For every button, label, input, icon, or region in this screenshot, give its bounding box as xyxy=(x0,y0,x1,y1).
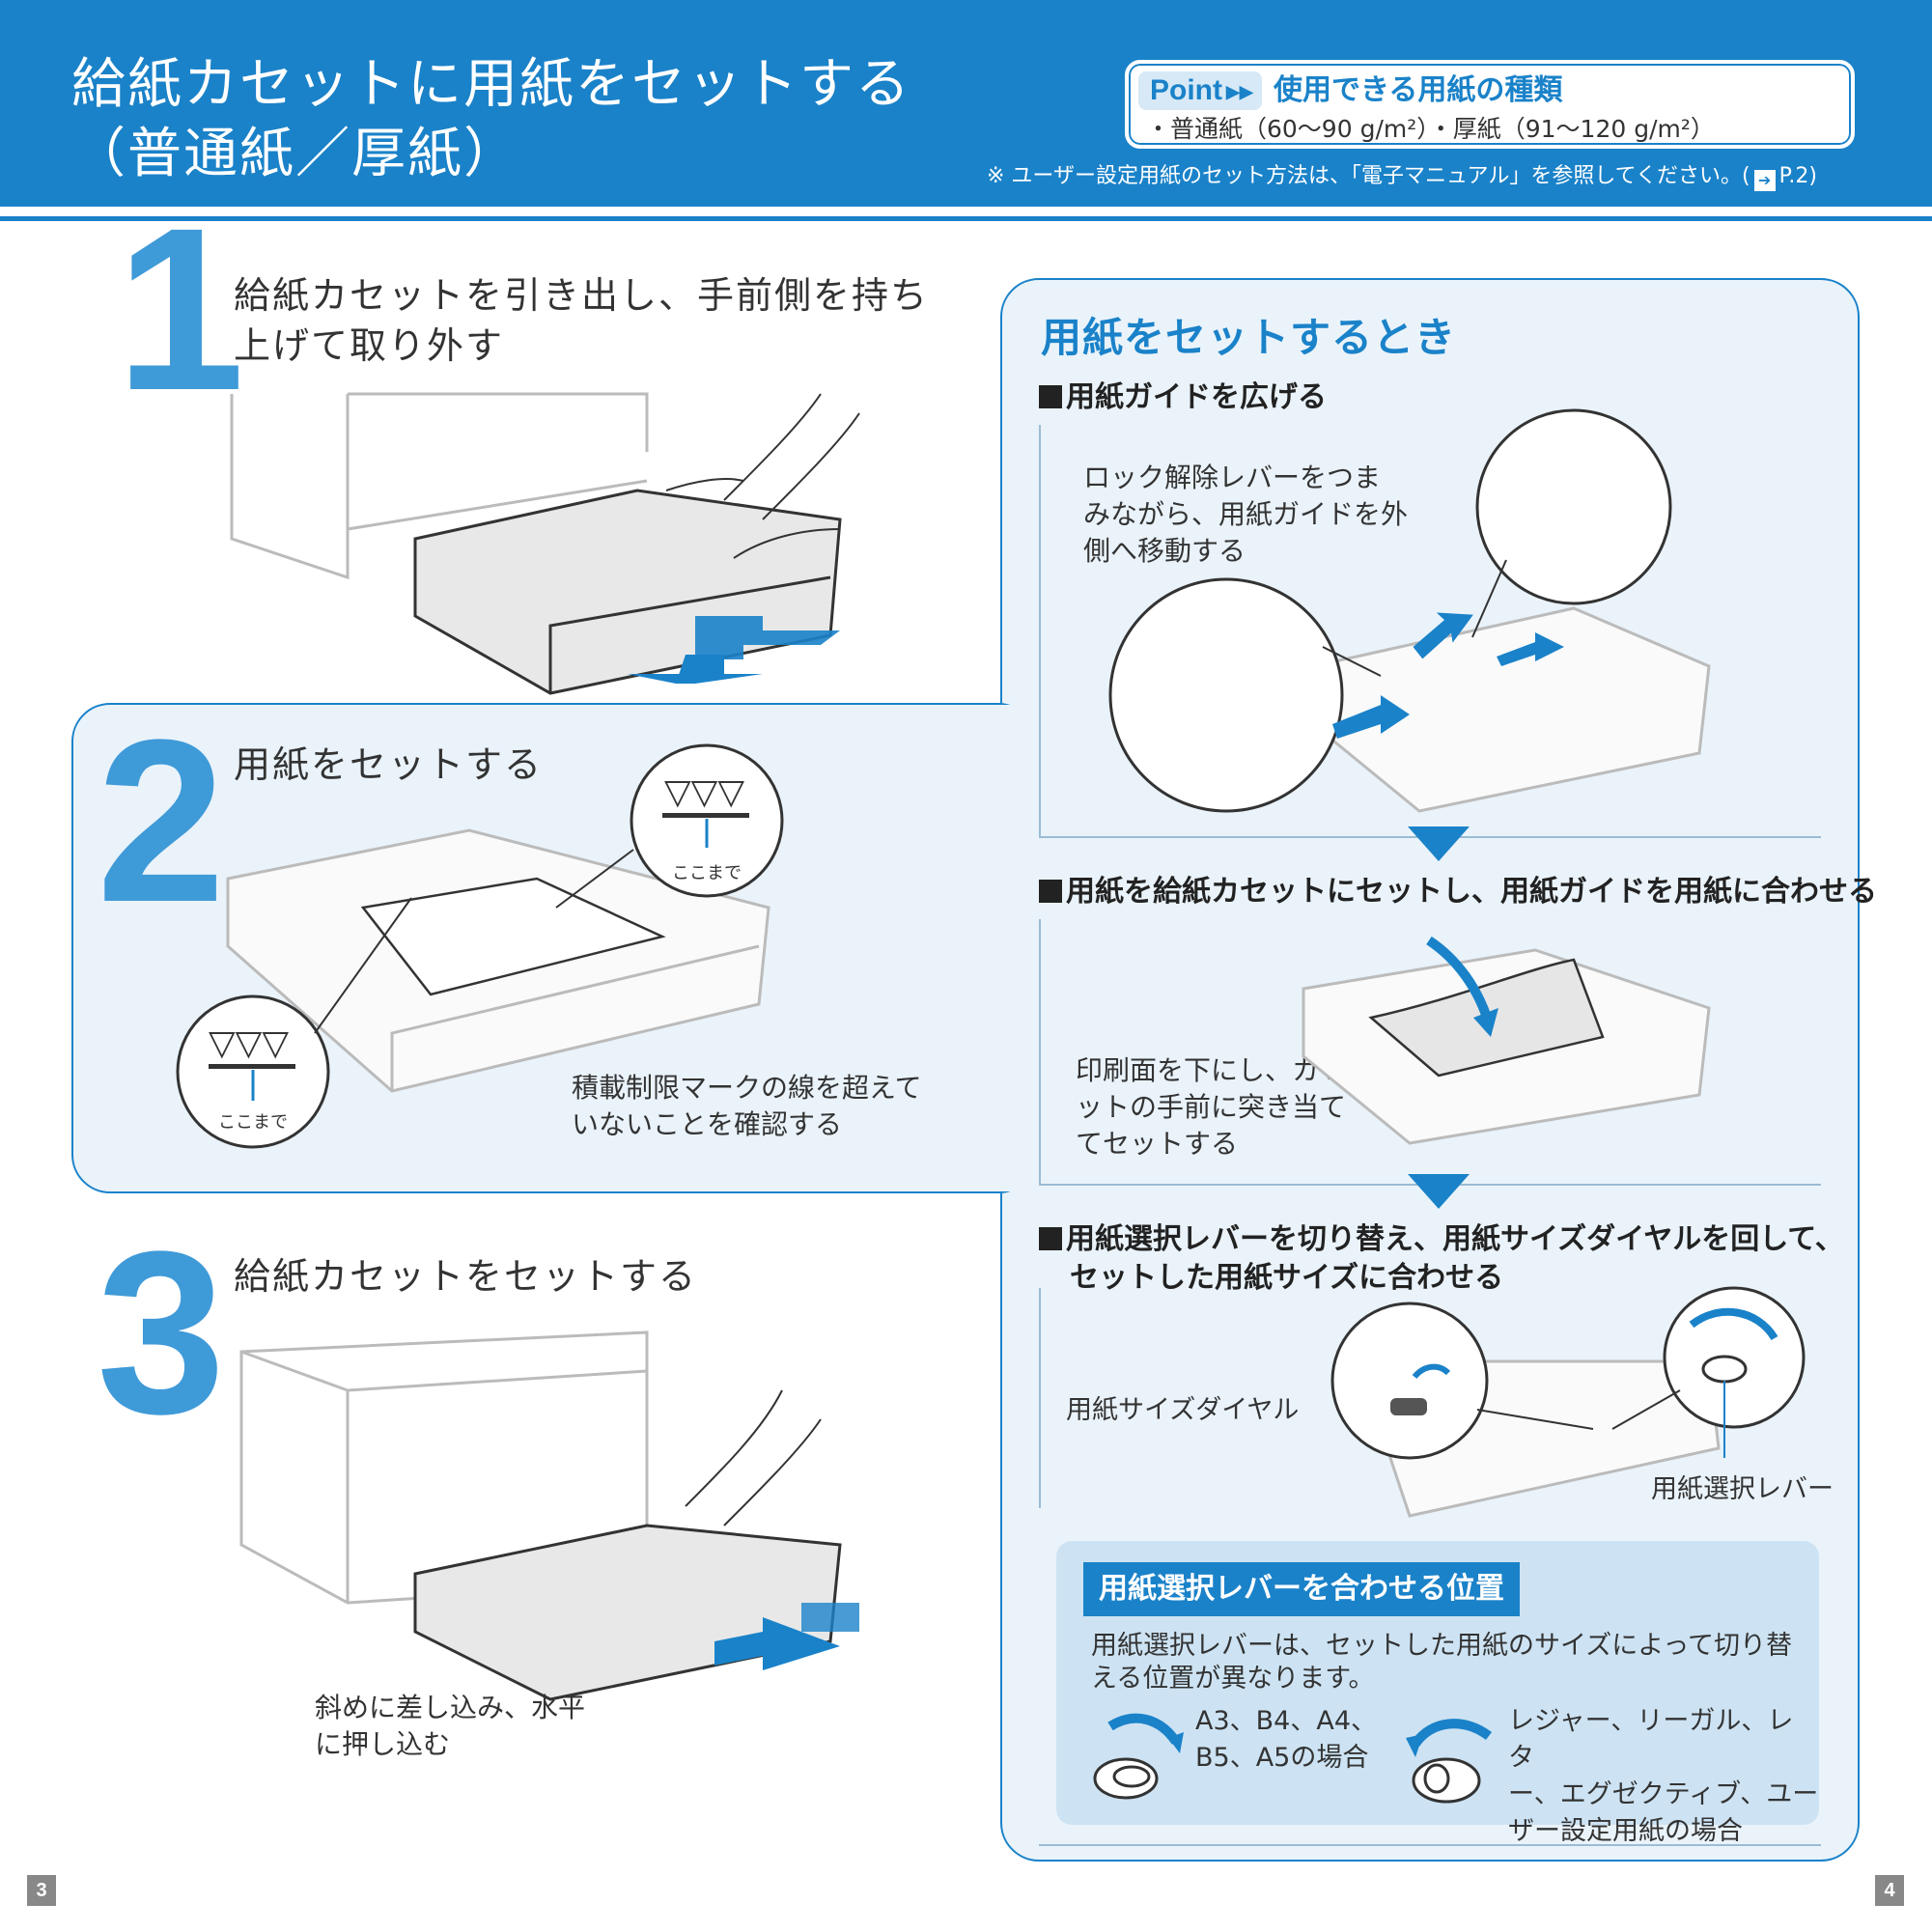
section1-caption-line2: みながら、用紙ガイドを外 xyxy=(1083,498,1409,530)
down-arrow-icon xyxy=(1408,1174,1470,1209)
point-badge: Point▶▶ xyxy=(1138,71,1262,110)
manual-note-ref: P.2) xyxy=(1778,164,1818,188)
guide-move-arrows-icon xyxy=(1332,612,1564,739)
switch-arrow-icon xyxy=(1689,1307,1778,1341)
section2-heading-text: 用紙を給紙カセットにセットし、用紙ガイドを用紙に合わせる xyxy=(1066,875,1877,909)
section2-caption-line1: 印刷面を下にし、カセ xyxy=(1076,1054,1347,1086)
step3-caption-line2: に押し込む xyxy=(315,1728,451,1760)
page-number-right: 4 xyxy=(1875,1875,1904,1906)
lever-case2-line1: レジャー、リーガル、レタ xyxy=(1508,1706,1794,1773)
page-title: 給紙カセットに用紙をセットする （普通紙／厚紙） xyxy=(71,50,911,189)
guide-zoom xyxy=(1475,408,1672,605)
limit-label-top: ここまで xyxy=(672,863,742,883)
header-rule xyxy=(0,216,1932,221)
lever-case1-line1: A3、B4、A4、 xyxy=(1195,1706,1377,1736)
step3-caption-line1: 斜めに差し込み、水平 xyxy=(315,1692,586,1723)
step3-illustration xyxy=(239,1330,859,1701)
section1-rule xyxy=(1039,425,1041,836)
step1-illustration xyxy=(230,392,860,695)
lever-case2: レジャー、リーガル、レタ ー、エグゼクティブ、ユー ザー設定用紙の場合 xyxy=(1508,1703,1819,1850)
lever-label: 用紙選択レバー xyxy=(1651,1474,1834,1504)
push-in-arrow-icon xyxy=(714,1603,859,1670)
square-bullet-icon xyxy=(1039,1227,1062,1250)
lever-left-icon xyxy=(1406,1719,1493,1804)
lever-position-box: 用紙選択レバーを合わせる位置 用紙選択レバーは、セットした用紙のサイズによって切… xyxy=(1056,1541,1819,1846)
step2-caption-line2: いないことを確認する xyxy=(572,1108,843,1140)
lever-case1-line2: B5、A5の場合 xyxy=(1195,1743,1369,1773)
svg-text:▽▽▽: ▽▽▽ xyxy=(664,772,744,812)
dial-lever-illustration xyxy=(1330,1286,1806,1518)
stack-limit-zoom-top: ▽▽▽ ここまで xyxy=(630,743,784,898)
lever-position-title: 用紙選択レバーを合わせる位置 xyxy=(1083,1562,1520,1616)
panel-join xyxy=(966,705,1043,1191)
page-ref-icon: ➔ xyxy=(1753,170,1776,191)
paper-load-illustration xyxy=(1302,936,1711,1145)
section3-heading-line2: セットした用紙サイズに合わせる xyxy=(1070,1261,1504,1295)
step3-number: 3 xyxy=(97,1203,226,1462)
right-panel-heading: 用紙をセットするとき xyxy=(1041,314,1457,361)
step2-caption: 積載制限マークの線を超えて いないことを確認する xyxy=(572,1070,922,1143)
step1-title: 給紙カセットを引き出し、手前側を持ち 上げて取り外す xyxy=(234,270,929,371)
down-arrow-icon xyxy=(1408,826,1470,861)
step2-title: 用紙をセットする xyxy=(234,743,544,786)
stack-limit-zoom-bottom: ▽▽▽ ここまで xyxy=(176,994,330,1149)
step2-caption-line1: 積載制限マークの線を超えて xyxy=(572,1072,922,1104)
step1-title-line2: 上げて取り外す xyxy=(234,324,505,367)
rotate-arrow-icon xyxy=(1412,1363,1451,1380)
step1-number: 1 xyxy=(116,180,245,438)
section2-caption: 印刷面を下にし、カセ ットの手前に突き当て てセットする xyxy=(1076,1052,1346,1162)
square-bullet-icon xyxy=(1039,880,1062,903)
page-number-left: 3 xyxy=(27,1875,56,1906)
lever-right-icon xyxy=(1093,1713,1184,1800)
point-item: ・普通紙（60〜90 g/m²）・厚紙（91〜120 g/m²） xyxy=(1146,115,1715,143)
section3-heading-line1: 用紙選択レバーを切り替え、用紙サイズダイヤルを回して、 xyxy=(1066,1222,1844,1256)
step2-illustration: ▽▽▽ ここまで ▽▽▽ ここまで xyxy=(176,743,784,1149)
section3-heading: 用紙選択レバーを切り替え、用紙サイズダイヤルを回して、 セットした用紙サイズに合… xyxy=(1039,1220,1844,1298)
dial-label: 用紙サイズダイヤル xyxy=(1066,1395,1300,1425)
insert-arrow-icon xyxy=(1426,936,1492,1020)
section2-heading: 用紙を給紙カセットにセットし、用紙ガイドを用紙に合わせる xyxy=(1039,873,1877,911)
page-title-line2: （普通紙／厚紙） xyxy=(71,123,519,185)
section2-rule xyxy=(1039,919,1041,1184)
step3-caption: 斜めに差し込み、水平 に押し込む xyxy=(315,1690,585,1763)
section1-heading: 用紙ガイドを広げる xyxy=(1039,378,1327,417)
section2-caption-line3: てセットする xyxy=(1076,1128,1239,1160)
lever-case2-line3: ザー設定用紙の場合 xyxy=(1508,1816,1743,1846)
lever-case2-line2: ー、エグゼクティブ、ユー xyxy=(1508,1779,1819,1809)
limit-label-bottom: ここまで xyxy=(218,1112,288,1133)
section2-caption-line2: ットの手前に突き当て xyxy=(1076,1091,1347,1123)
lever-case1: A3、B4、A4、 B5、A5の場合 xyxy=(1195,1703,1377,1777)
section1-heading-text: 用紙ガイドを広げる xyxy=(1066,380,1327,414)
pull-out-arrow-icon xyxy=(628,616,840,684)
step3-title: 給紙カセットをセットする xyxy=(234,1255,698,1298)
section3-rule xyxy=(1039,1288,1041,1508)
section3-divider xyxy=(1039,1844,1821,1846)
step1-title-line1: 給紙カセットを引き出し、手前側を持ち xyxy=(234,274,930,317)
point-title: 使用できる用紙の種類 xyxy=(1274,73,1563,107)
square-bullet-icon xyxy=(1039,385,1062,408)
header-banner: 給紙カセットに用紙をセットする （普通紙／厚紙） Point▶▶ 使用できる用紙… xyxy=(0,0,1932,207)
svg-text:▽▽▽: ▽▽▽ xyxy=(209,1023,289,1063)
double-arrow-icon: ▶▶ xyxy=(1226,82,1253,102)
dial-zoom xyxy=(1330,1302,1489,1460)
section1-caption: ロック解除レバーをつま みながら、用紙ガイドを外 側へ移動する xyxy=(1083,460,1408,570)
section1-caption-line1: ロック解除レバーをつま xyxy=(1083,462,1382,493)
point-box: Point▶▶ 使用できる用紙の種類 ・普通紙（60〜90 g/m²）・厚紙（9… xyxy=(1125,60,1855,149)
point-badge-label: Point xyxy=(1150,74,1222,106)
step2-number: 2 xyxy=(97,691,226,950)
lever-position-desc: 用紙選択レバーは、セットした用紙のサイズによって切り替える位置が異なります。 xyxy=(1091,1631,1793,1694)
lock-lever-zoom xyxy=(1108,577,1344,813)
manual-note: ※ ユーザー設定用紙のセット方法は、「電子マニュアル」を参照してください。(➔P… xyxy=(987,162,1817,191)
guide-illustration xyxy=(1108,408,1711,813)
section1-caption-line3: 側へ移動する xyxy=(1083,535,1246,567)
page-title-line1: 給紙カセットに用紙をセットする xyxy=(71,53,911,116)
manual-note-text: ※ ユーザー設定用紙のセット方法は、「電子マニュアル」を参照してください。( xyxy=(987,164,1750,188)
